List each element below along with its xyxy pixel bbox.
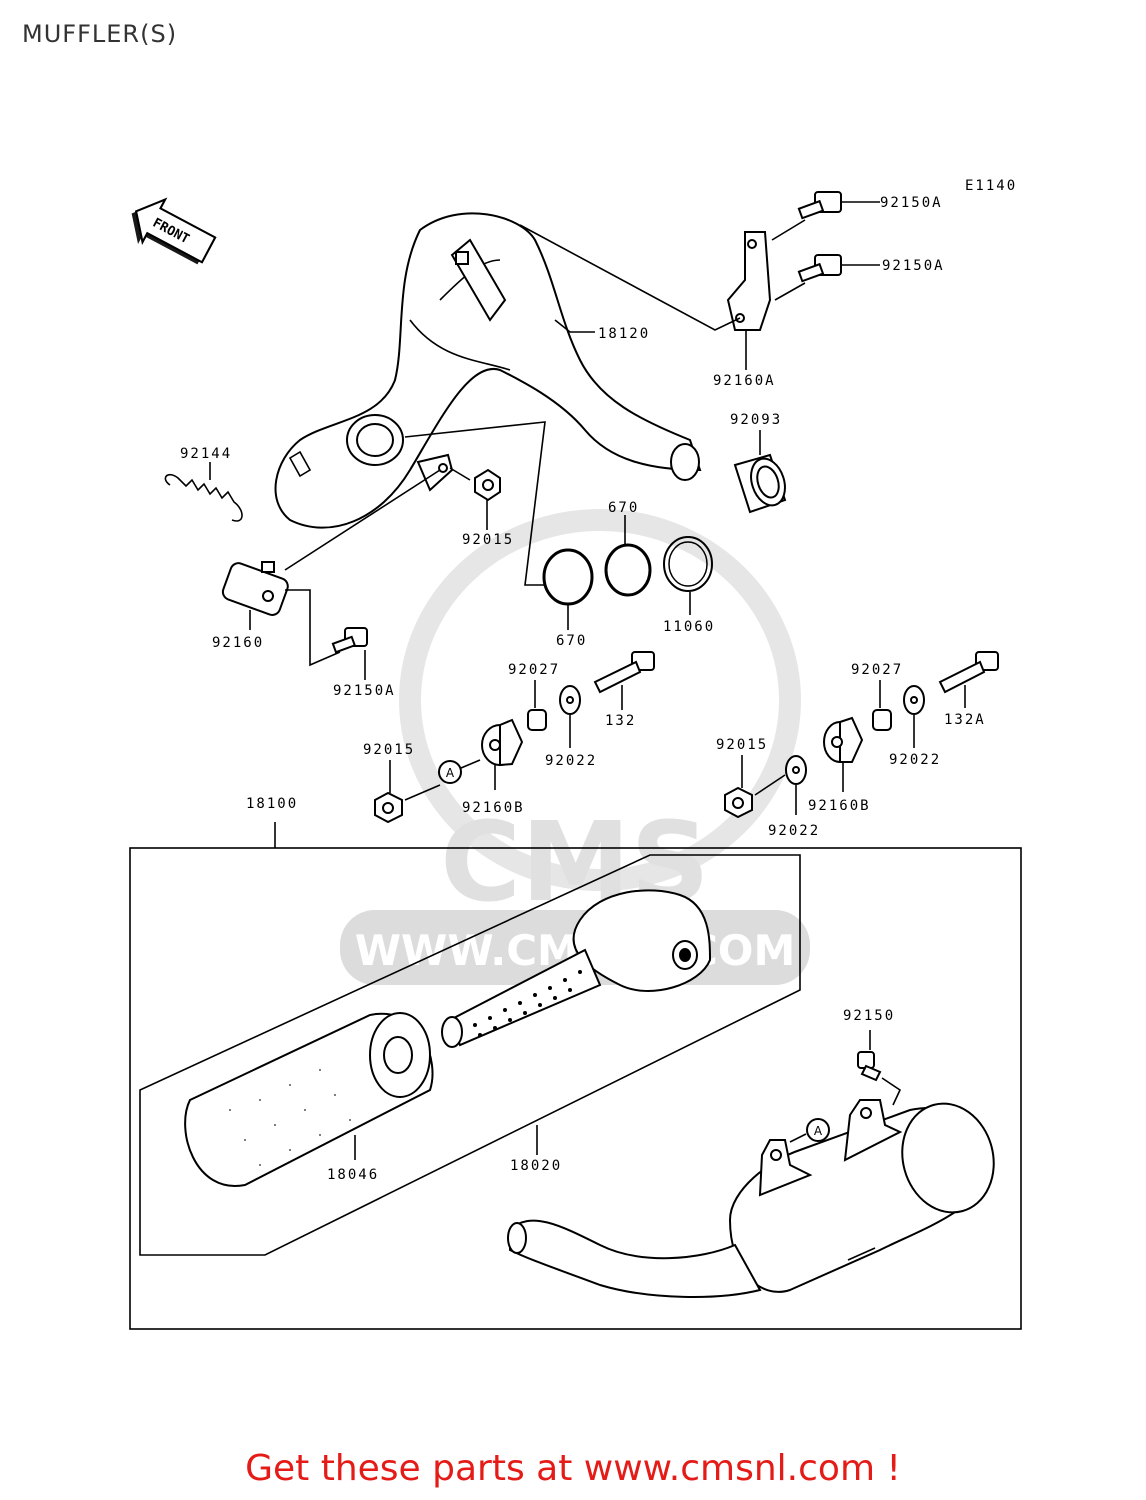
muffler-assembly-box: [129, 847, 1022, 1330]
label-92160a: 92160A: [713, 373, 776, 389]
nut-92015-left-icon: [374, 791, 403, 824]
label-92160b-right: 92160B: [808, 798, 871, 814]
label-11060: 11060: [663, 619, 715, 635]
diagram-code: E1140: [965, 178, 1017, 194]
label-92093: 92093: [730, 412, 782, 428]
coupling-92093-icon: [733, 453, 787, 514]
label-92150: 92150: [843, 1008, 895, 1024]
label-132: 132: [605, 713, 636, 729]
bolt-92150-icon: [857, 1051, 882, 1082]
label-92022-right-low: 92022: [768, 823, 820, 839]
callout-a-upper: A: [446, 766, 455, 780]
collar-92027-left-icon: [527, 709, 547, 731]
label-670-low: 670: [556, 633, 587, 649]
o-ring-670-right-icon: [604, 543, 652, 597]
label-92144: 92144: [180, 446, 232, 462]
label-92027-right: 92027: [851, 662, 903, 678]
nut-92015-right-icon: [724, 786, 753, 819]
page-title: MUFFLER(S): [22, 20, 178, 48]
packing-18046-icon: [184, 1012, 434, 1188]
plate-92160-icon: [221, 561, 289, 616]
front-arrow-icon: FRONT: [131, 197, 217, 265]
label-18120: 18120: [598, 326, 650, 342]
perforated-pipe-18020-icon: [441, 948, 602, 1048]
label-92150a-low: 92150A: [333, 683, 396, 699]
collar-92027-right-icon: [872, 709, 892, 731]
silencer-body-icon: [507, 1099, 995, 1298]
label-92022-right: 92022: [889, 752, 941, 768]
washer-92022-right-low-icon: [785, 755, 807, 785]
bracket-92160a: [519, 224, 772, 331]
bolt-92150a-low-icon: [331, 627, 368, 654]
label-18046: 18046: [327, 1167, 379, 1183]
callout-a-lower: A: [814, 1124, 823, 1138]
label-92027-left: 92027: [508, 662, 560, 678]
expansion-chamber: [274, 212, 702, 529]
callout-a-upper-icon: [438, 760, 462, 784]
callout-a-lower-icon: [806, 1118, 830, 1142]
damper-92160b-right-icon: [823, 716, 864, 763]
bolt-92150a-top-icon: [797, 191, 842, 220]
label-18100: 18100: [246, 796, 298, 812]
label-92160: 92160: [212, 635, 264, 651]
footer-link[interactable]: Get these parts at www.cmsnl.com !: [245, 1448, 901, 1489]
spring-92144-icon: [164, 473, 243, 522]
label-18020: 18020: [510, 1158, 562, 1174]
label-92150a-top: 92150A: [880, 195, 943, 211]
label-92150a-mid: 92150A: [882, 258, 945, 274]
label-92022-left: 92022: [545, 753, 597, 769]
label-92160b-left: 92160B: [462, 800, 525, 816]
o-ring-670-left-icon: [542, 548, 594, 606]
bolt-132a-icon: [938, 651, 999, 694]
nut-92015-upper-icon: [474, 468, 501, 502]
label-92015-left: 92015: [363, 742, 415, 758]
label-92015-right: 92015: [716, 737, 768, 753]
label-132a: 132A: [944, 712, 986, 728]
washer-92022-left-icon: [559, 685, 581, 715]
parts-diagram: CMS WWW.CMSNL.COM E1140 FRONT: [129, 178, 1022, 1330]
bolt-132-icon: [593, 651, 655, 694]
bolt-92150a-mid-icon: [797, 254, 842, 283]
label-92015-upper: 92015: [462, 532, 514, 548]
gasket-11060-icon: [663, 536, 713, 592]
label-670-top: 670: [608, 500, 639, 516]
damper-92160b-left-icon: [481, 718, 524, 767]
washer-92022-right-icon: [903, 685, 925, 715]
